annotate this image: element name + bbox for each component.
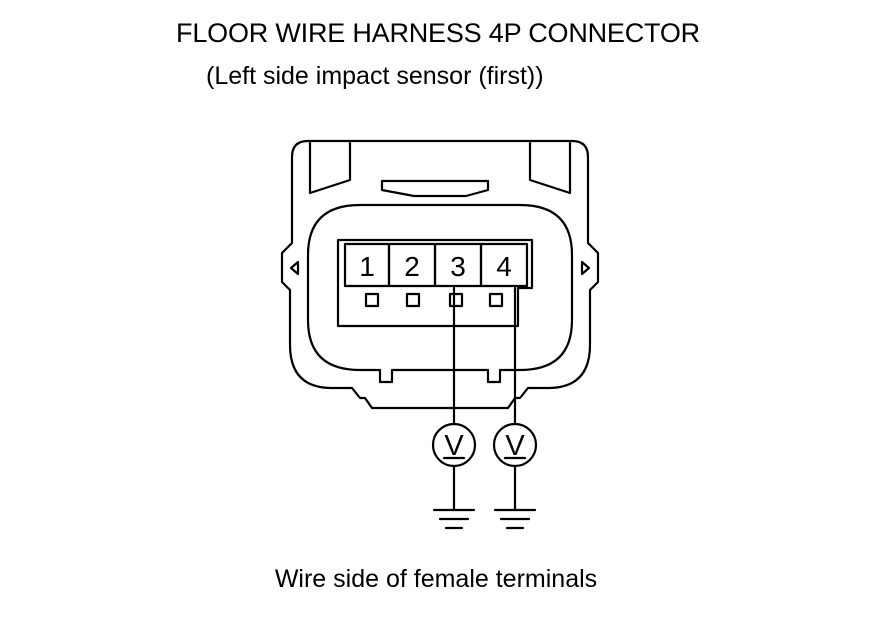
terminal-square-2 [405,292,421,308]
lock-tab [380,179,490,198]
pin-cell-4 [479,242,529,288]
diagram-title: FLOOR WIRE HARNESS 4P CONNECTOR [176,18,700,48]
left-latch [308,141,352,195]
terminal-square-4 [488,292,504,308]
side-notch-left [289,260,300,276]
connector-outer-shell [280,139,600,410]
ground-icon-2 [493,508,537,530]
terminal-block [336,238,534,328]
side-notch-right [580,260,591,276]
pin-label-1: 1 [359,251,375,282]
terminal-square-3 [448,292,464,308]
diagram-subtitle: (Left side impact sensor (first)) [206,62,544,90]
pin-label-3: 3 [450,251,466,282]
diagram-caption: Wire side of female terminals [274,565,598,593]
pin-label-2: 2 [404,251,420,282]
voltmeter-symbol-1: V [444,430,464,462]
connector-inner-housing [306,203,574,384]
voltmeter-symbol-2: V [505,430,525,462]
right-latch [528,141,572,195]
pin-label-4: 4 [496,251,512,282]
terminal-square-1 [364,292,380,308]
ground-icon-1 [432,508,476,530]
